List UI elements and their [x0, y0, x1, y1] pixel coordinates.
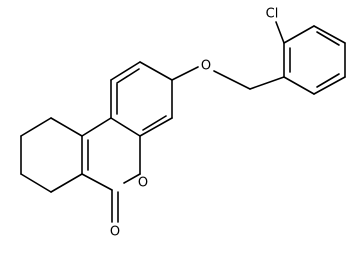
aromatic-ring — [110, 61, 173, 137]
lactone-ring — [81, 117, 141, 223]
bond — [110, 117, 141, 137]
bond-ch2-o — [213, 70, 251, 90]
bond — [81, 173, 113, 191]
cyclohexene-ring — [20, 117, 83, 193]
bond — [123, 173, 141, 184]
bond — [139, 117, 173, 137]
bond — [313, 76, 346, 95]
chlorophenyl-ring — [283, 25, 346, 95]
bond — [139, 61, 173, 81]
double-bond — [116, 68, 140, 84]
bond-ring-ch2 — [249, 76, 285, 90]
double-bond — [316, 73, 340, 88]
bond — [313, 25, 346, 44]
bond — [81, 117, 112, 137]
ether-oxygen-label: O — [201, 59, 211, 74]
double-bond — [142, 115, 167, 131]
bond — [50, 117, 83, 137]
double-bond — [316, 31, 340, 46]
carbonyl-oxygen-label: O — [110, 225, 120, 240]
bond — [110, 61, 141, 81]
chlorine-label: Cl — [266, 7, 279, 22]
bond — [20, 173, 52, 193]
bond — [283, 25, 315, 44]
bond-o-aryl — [171, 66, 199, 81]
bond — [20, 117, 52, 137]
bond-c-cl — [275, 21, 285, 44]
bond — [50, 173, 83, 193]
bond — [283, 76, 315, 95]
ring-oxygen-label: O — [138, 176, 148, 191]
